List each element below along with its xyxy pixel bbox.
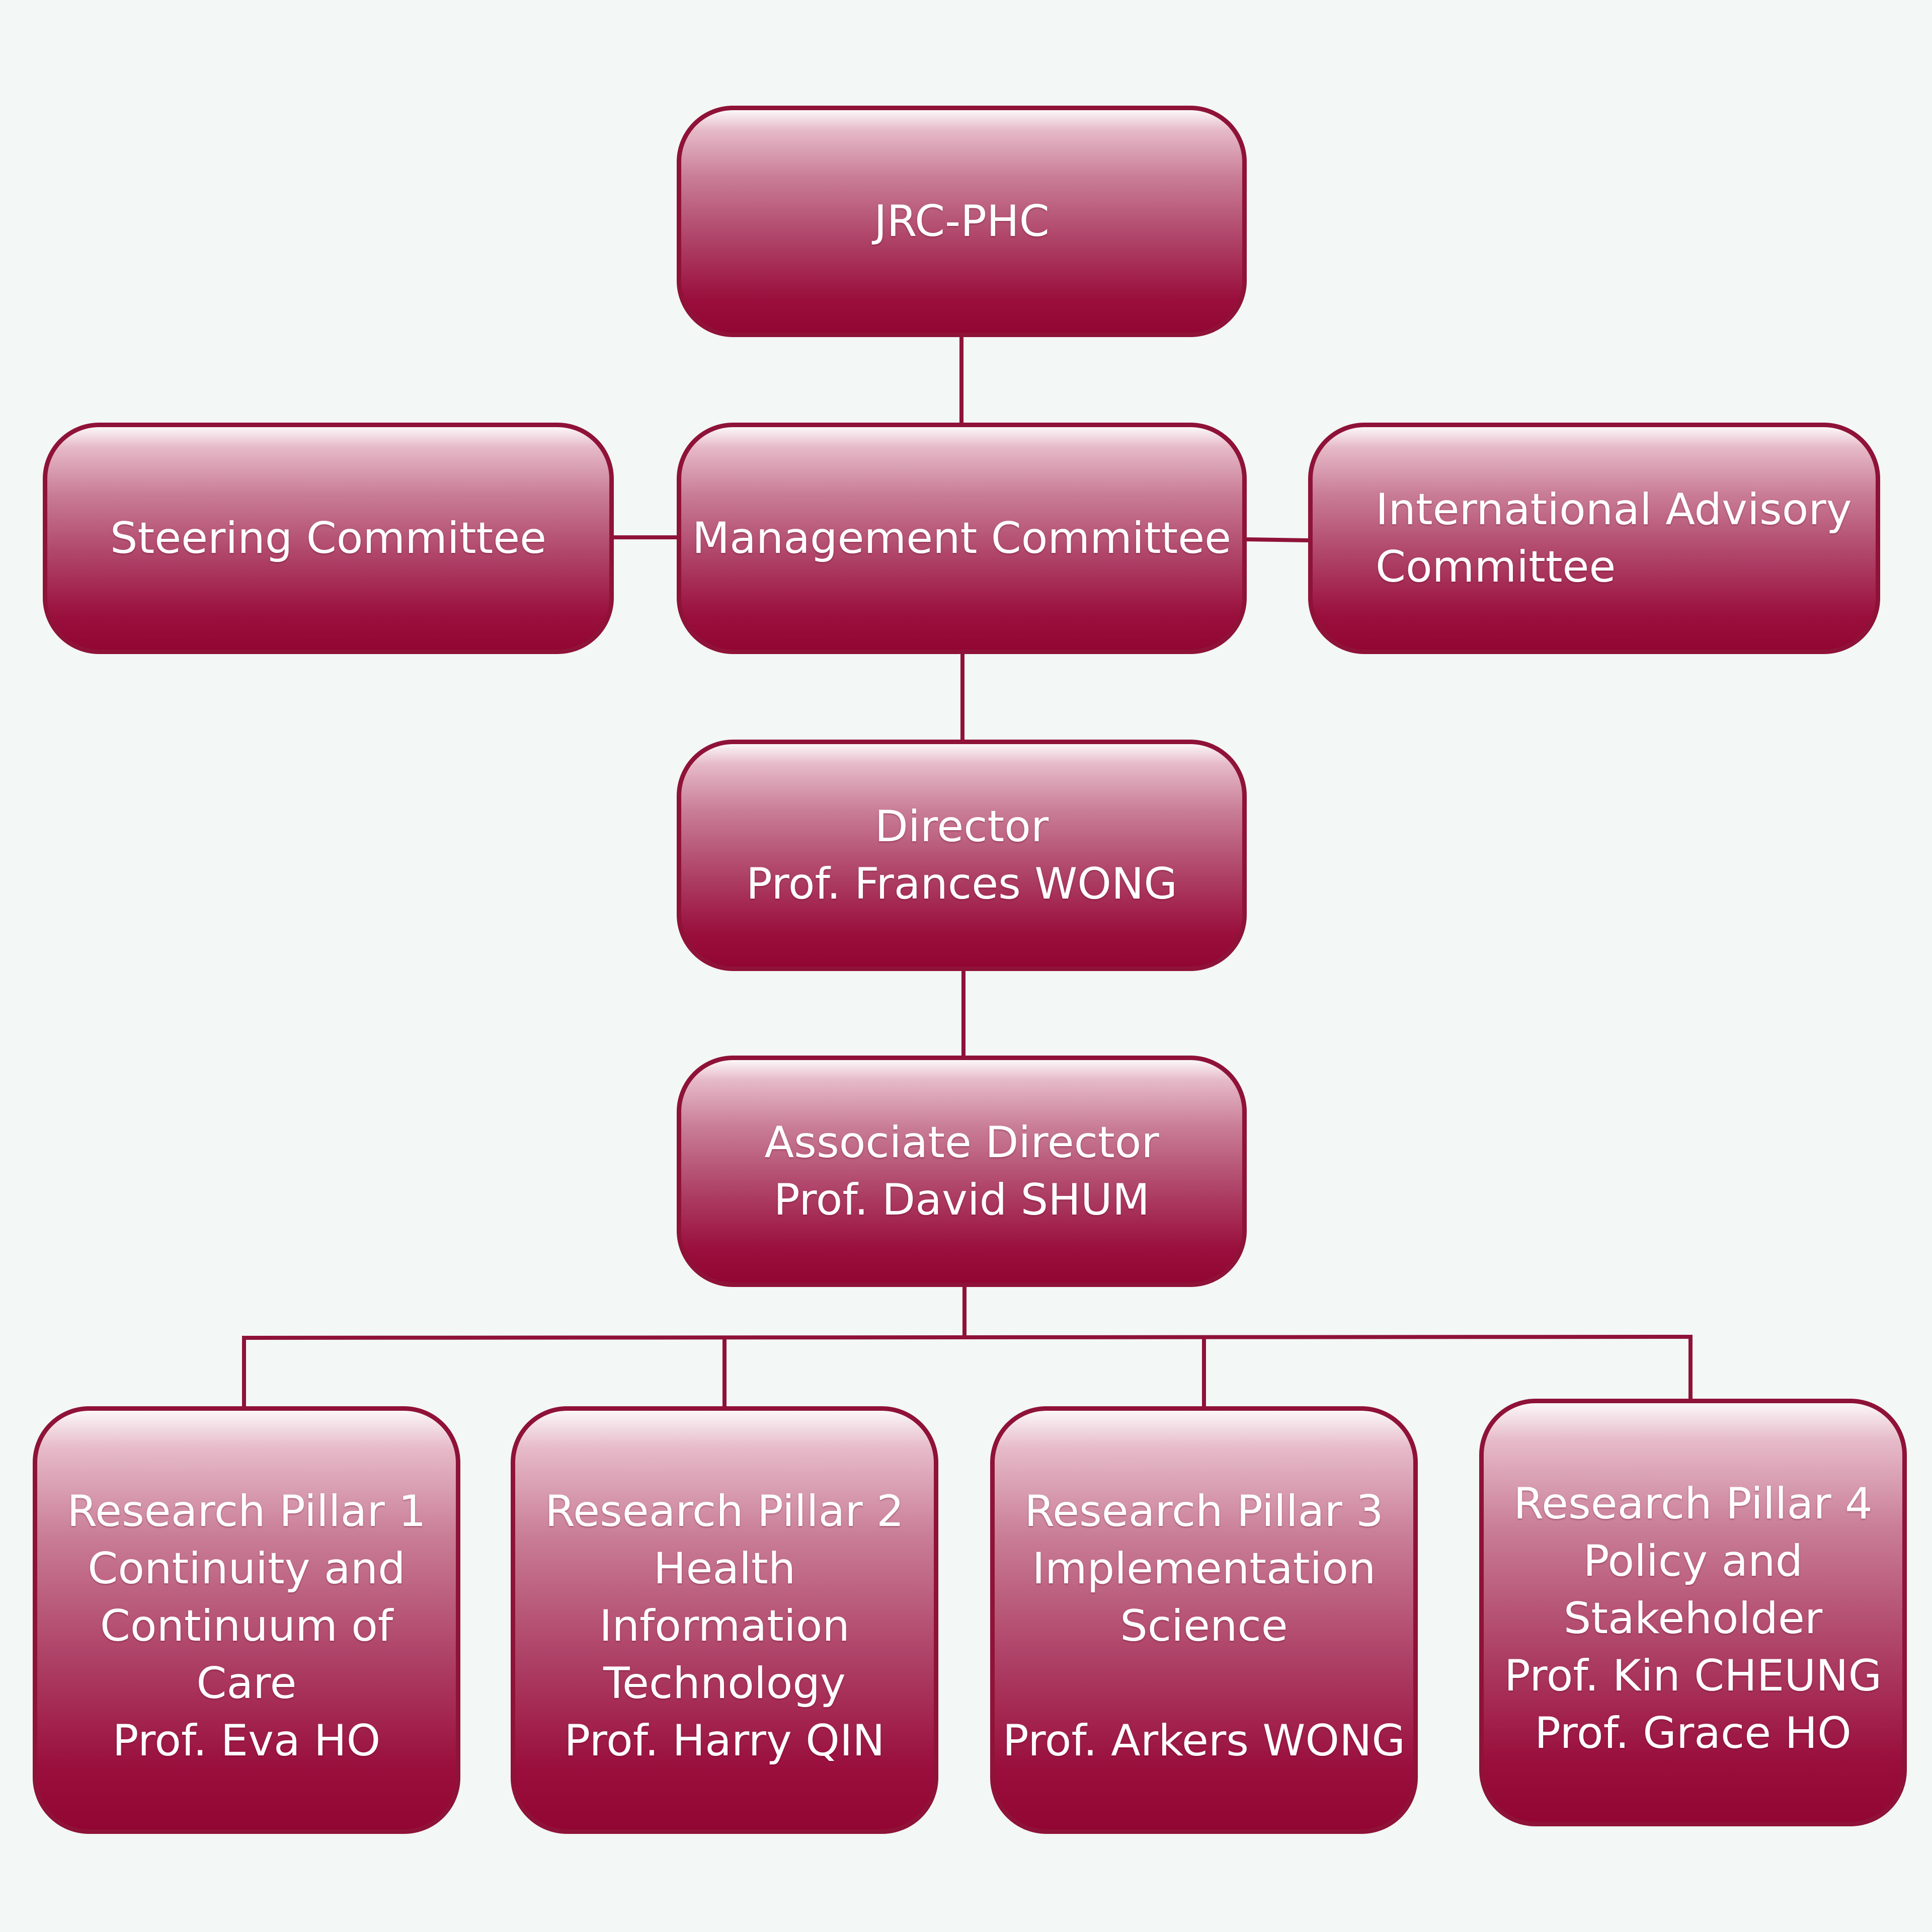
pillar-4-title: Research Pillar 4	[1513, 1479, 1873, 1529]
research-pillar-3-box: Research Pillar 3 Implementation Science…	[990, 1406, 1418, 1834]
research-pillar-4-box: Research Pillar 4 Policy and Stakeholder…	[1479, 1399, 1907, 1826]
international-advisory-committee-box: International Advisory Committee	[1308, 423, 1880, 654]
pillar-1-topic-line-3: Care	[196, 1658, 297, 1709]
pillar-4-lead-1: Prof. Kin CHEUNG	[1504, 1651, 1882, 1701]
international-advisory-line-2: Committee	[1376, 542, 1616, 592]
jrc-phc-box: JRC-PHC	[677, 106, 1247, 337]
associate-director-role: Associate Director	[764, 1117, 1159, 1168]
pillar-3-lead: Prof. Arkers WONG	[1002, 1716, 1406, 1766]
jrc-phc-title: JRC-PHC	[874, 196, 1050, 247]
steering-committee-box: Steering Committee	[43, 423, 614, 654]
pillar-1-title: Research Pillar 1	[67, 1486, 426, 1537]
connector-pillar-bus	[242, 1334, 1693, 1406]
pillar-2-topic-line-3: Technology	[603, 1658, 846, 1709]
pillar-4-topic-line-1: Policy and	[1583, 1536, 1803, 1586]
director-name: Prof. Frances WONG	[746, 859, 1177, 909]
management-committee-box: Management Committee	[677, 423, 1247, 654]
steering-committee-title: Steering Committee	[110, 513, 547, 564]
pillar-2-topic-line-1: Health	[653, 1544, 796, 1594]
pillar-1-lead: Prof. Eva HO	[112, 1716, 381, 1766]
pillar-3-title: Research Pillar 3	[1024, 1486, 1384, 1537]
pillar-3-topic-line-2: Science	[1120, 1601, 1288, 1651]
pillar-1-topic-line-2: Continuum of	[100, 1601, 393, 1651]
director-box: Director Prof. Frances WONG	[677, 740, 1247, 971]
pillar-3-topic-line-1: Implementation	[1032, 1544, 1376, 1594]
pillar-2-lead: Prof. Harry QIN	[564, 1716, 885, 1766]
pillar-2-topic-line-2: Information	[599, 1601, 850, 1651]
associate-director-box: Associate Director Prof. David SHUM	[677, 1056, 1247, 1287]
pillar-1-topic-line-1: Continuity and	[88, 1544, 406, 1594]
connector-mgmt-iac	[1246, 537, 1309, 542]
international-advisory-line-1: International Advisory	[1376, 485, 1852, 535]
director-role: Director	[874, 801, 1049, 852]
pillar-4-topic-line-2: Stakeholder	[1563, 1593, 1823, 1644]
associate-director-name: Prof. David SHUM	[773, 1175, 1150, 1225]
management-committee-title: Management Committee	[692, 513, 1232, 564]
research-pillar-2-box: Research Pillar 2 Health Information Tec…	[511, 1406, 938, 1834]
pillar-4-lead-2: Prof. Grace HO	[1535, 1708, 1852, 1758]
research-pillar-1-box: Research Pillar 1 Continuity and Continu…	[33, 1406, 460, 1834]
pillar-2-title: Research Pillar 2	[545, 1486, 904, 1537]
